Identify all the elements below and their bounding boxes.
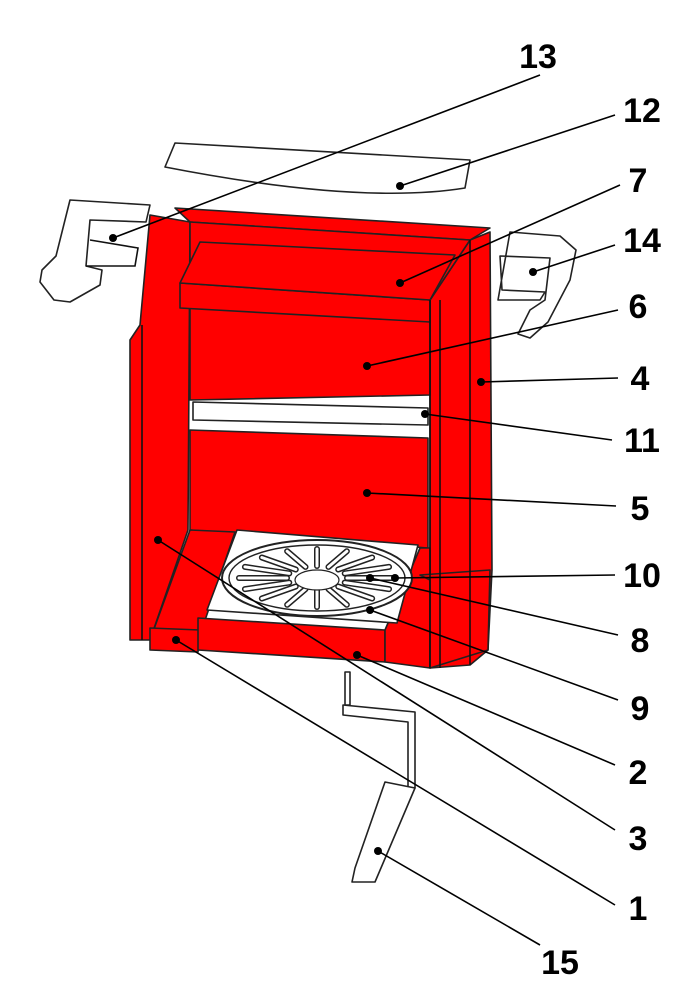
- part-11-slot: [192, 401, 429, 426]
- label-14: 14: [623, 222, 661, 260]
- part-13-left-bracket: [39, 199, 151, 303]
- grate-slot: [343, 581, 391, 591]
- grate-slot: [343, 565, 391, 575]
- label-8: 8: [631, 622, 650, 660]
- grate-slot: [336, 584, 374, 601]
- label-1: 1: [629, 890, 648, 928]
- label-3: 3: [629, 820, 648, 858]
- part-15-grate-lever: [342, 671, 416, 883]
- label-15: 15: [541, 944, 579, 982]
- grate-slot: [260, 584, 298, 601]
- part-5-back-lower: [189, 429, 429, 549]
- grate-slot: [326, 587, 349, 607]
- grate-slot: [243, 565, 291, 575]
- grate-slot: [243, 581, 291, 591]
- label-10: 10: [623, 557, 661, 595]
- part-8-round-grate: [221, 539, 413, 617]
- label-6: 6: [629, 288, 648, 326]
- label-9: 9: [631, 690, 650, 728]
- part-12-top-baffle: [164, 142, 471, 195]
- grate-slot: [326, 549, 349, 569]
- label-11: 11: [624, 422, 660, 460]
- label-13: 13: [519, 38, 557, 76]
- label-12: 12: [623, 92, 661, 130]
- grate-slot: [285, 549, 308, 569]
- grate-slot: [260, 555, 298, 572]
- part-14-right-bracket: [497, 231, 577, 339]
- label-4: 4: [631, 360, 650, 398]
- grate-slot: [336, 555, 374, 572]
- label-5: 5: [631, 490, 650, 528]
- grate-slot: [285, 587, 308, 607]
- leader-lines: [109, 74, 621, 946]
- label-7: 7: [629, 162, 648, 200]
- label-2: 2: [629, 754, 648, 792]
